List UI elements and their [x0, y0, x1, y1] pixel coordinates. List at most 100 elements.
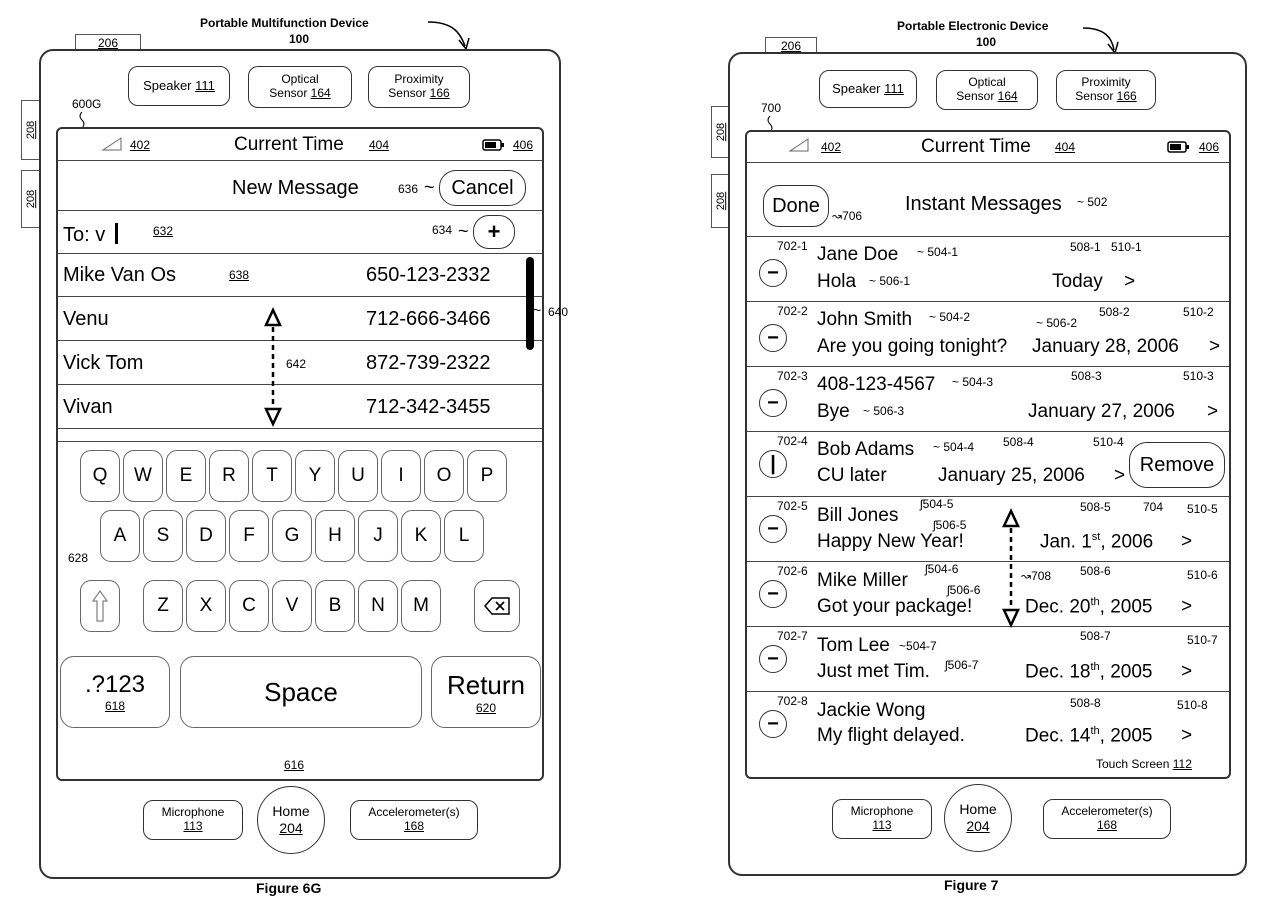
- message-date: Dec. 14th, 2005: [1025, 725, 1153, 747]
- message-row[interactable]: 702-6 − Mike Miller ʃ504-6 Got your pack…: [747, 562, 1229, 626]
- delete-toggle-button-rotated[interactable]: |: [759, 450, 787, 478]
- chevron-right-icon[interactable]: >: [1124, 271, 1136, 292]
- plus-ref: 634: [432, 223, 453, 237]
- key-b[interactable]: B: [315, 580, 355, 632]
- delete-toggle-button[interactable]: −: [759, 389, 787, 417]
- backspace-icon: [484, 597, 510, 615]
- contact-row[interactable]: Vivan 712-342-3455: [58, 385, 542, 429]
- key-c[interactable]: C: [229, 580, 269, 632]
- key-e[interactable]: E: [166, 450, 206, 502]
- chevron-ref: 510-8: [1177, 698, 1208, 712]
- battery-ref: 406: [513, 138, 534, 152]
- chevron-ref: 510-2: [1183, 305, 1214, 319]
- key-z[interactable]: Z: [143, 580, 183, 632]
- key-x[interactable]: X: [186, 580, 226, 632]
- chevron-right-icon[interactable]: >: [1181, 725, 1193, 746]
- keyboard-ref: 616: [284, 758, 305, 772]
- return-key[interactable]: Return 620: [431, 656, 541, 728]
- contact-row[interactable]: Venu 712-666-3466: [58, 297, 542, 341]
- chevron-right-icon[interactable]: >: [1181, 661, 1193, 682]
- contact-name: Venu: [63, 308, 109, 330]
- sender-ref: ~ 504-3: [952, 375, 994, 389]
- delete-toggle-button[interactable]: −: [759, 324, 787, 352]
- key-k[interactable]: K: [401, 510, 441, 562]
- delete-toggle-button[interactable]: −: [759, 515, 787, 543]
- message-text: Happy New Year!: [817, 531, 964, 552]
- delete-toggle-button[interactable]: −: [759, 580, 787, 608]
- message-row[interactable]: 702-4 | Bob Adams ~ 504-4 CU later 508-4…: [747, 432, 1229, 496]
- key-f[interactable]: F: [229, 510, 269, 562]
- key-g[interactable]: G: [272, 510, 312, 562]
- key-h[interactable]: H: [315, 510, 355, 562]
- message-row[interactable]: 702-8 − Jackie Wong My flight delayed. 5…: [747, 692, 1229, 756]
- device-title: Portable Multifunction Device: [200, 16, 369, 30]
- screen-ref: 700: [761, 101, 782, 115]
- message-row[interactable]: 702-7 − Tom Lee ~504-7 Just met Tim. ʃ50…: [747, 627, 1229, 691]
- delete-toggle-button[interactable]: −: [759, 710, 787, 738]
- key-s[interactable]: S: [143, 510, 183, 562]
- numbers-key[interactable]: .?123 618: [60, 656, 170, 728]
- done-button[interactable]: Done: [763, 185, 829, 227]
- chevron-ref: 510-6: [1187, 568, 1218, 582]
- key-i[interactable]: I: [381, 450, 421, 502]
- add-recipient-button[interactable]: +: [473, 215, 515, 249]
- message-text: Just met Tim.: [817, 661, 930, 682]
- tag-206: 206: [765, 37, 817, 53]
- text-ref: ʃ506-6: [947, 583, 981, 597]
- text-cursor: [115, 223, 118, 244]
- contact-row[interactable]: Mike Van Os 638 650-123-2332: [58, 253, 542, 297]
- key-u[interactable]: U: [338, 450, 378, 502]
- current-time: Current Time: [921, 136, 1031, 157]
- contact-phone: 872-739-2322: [366, 352, 491, 374]
- remove-button[interactable]: Remove: [1129, 442, 1225, 488]
- key-l[interactable]: L: [444, 510, 484, 562]
- key-w[interactable]: W: [123, 450, 163, 502]
- delete-toggle-button[interactable]: −: [759, 645, 787, 673]
- shift-key[interactable]: [80, 580, 120, 632]
- chevron-right-icon[interactable]: >: [1181, 596, 1193, 617]
- message-row[interactable]: 702-2 − John Smith ~ 504-2 ~ 506-2 Are y…: [747, 302, 1229, 366]
- cancel-button[interactable]: Cancel: [439, 170, 526, 206]
- text-ref: ~ 506-3: [863, 404, 905, 418]
- message-row[interactable]: 702-1 − Jane Doe ~ 504-1 Hola ~ 506-1 50…: [747, 237, 1229, 301]
- key-a[interactable]: A: [100, 510, 140, 562]
- key-j[interactable]: J: [358, 510, 398, 562]
- accelerometer: Accelerometer(s)168: [350, 800, 478, 840]
- contact-phone: 712-666-3466: [366, 308, 491, 330]
- key-t[interactable]: T: [252, 450, 292, 502]
- chevron-right-icon[interactable]: >: [1207, 401, 1219, 422]
- key-n[interactable]: N: [358, 580, 398, 632]
- key-r[interactable]: R: [209, 450, 249, 502]
- im-ref: ~ 502: [1077, 195, 1108, 209]
- screen-ref: 600G: [72, 97, 102, 111]
- contact-row[interactable]: Vick Tom 872-739-2322: [58, 341, 542, 385]
- tilde: ~: [458, 221, 469, 241]
- contact-name: Vick Tom: [63, 352, 144, 374]
- current-time-ref: 404: [369, 138, 390, 152]
- key-o[interactable]: O: [424, 450, 464, 502]
- chevron-right-icon[interactable]: >: [1114, 465, 1126, 486]
- scroll-ref: 640: [548, 305, 569, 319]
- date-ref: 508-3: [1071, 369, 1102, 383]
- backspace-key[interactable]: [474, 580, 520, 632]
- key-p[interactable]: P: [467, 450, 507, 502]
- key-d[interactable]: D: [186, 510, 226, 562]
- chevron-right-icon[interactable]: >: [1209, 336, 1221, 357]
- delete-toggle-button[interactable]: −: [759, 259, 787, 287]
- scroll-indicator[interactable]: [526, 257, 534, 350]
- to-field[interactable]: To: v: [63, 224, 106, 246]
- device-ref: 100: [976, 35, 997, 49]
- space-key[interactable]: Space: [180, 656, 422, 728]
- key-m[interactable]: M: [401, 580, 441, 632]
- chevron-right-icon[interactable]: >: [1181, 531, 1193, 552]
- message-row[interactable]: 702-5 − Bill Jones ʃ504-5 Happy New Year…: [747, 497, 1229, 561]
- key-q[interactable]: Q: [80, 450, 120, 502]
- key-v[interactable]: V: [272, 580, 312, 632]
- key-y[interactable]: Y: [295, 450, 335, 502]
- remove-ref: 704: [1143, 500, 1164, 514]
- list-ref: 638: [229, 268, 250, 282]
- message-row[interactable]: 702-3 − 408-123-4567 ~ 504-3 Bye ~ 506-3…: [747, 367, 1229, 431]
